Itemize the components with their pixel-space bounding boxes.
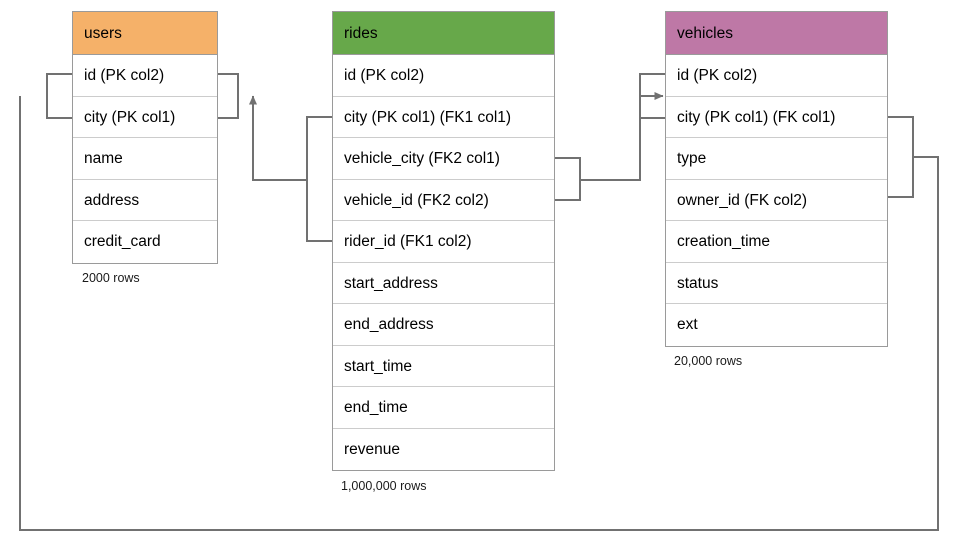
table-row[interactable]: start_time (333, 346, 554, 387)
table-users-header: users (73, 12, 217, 55)
table-row[interactable]: rider_id (FK1 col2) (333, 221, 554, 263)
table-row[interactable]: creation_time (666, 221, 887, 263)
connector-users-right-bracket (218, 73, 239, 119)
table-row[interactable]: revenue (344, 440, 401, 458)
table-row[interactable]: credit_card (84, 233, 161, 250)
table-row[interactable]: end_address (333, 304, 554, 346)
table-row[interactable]: end_time (333, 387, 554, 429)
connector-vehicles-left-bracket (639, 73, 665, 119)
table-row[interactable]: city (PK col1) (73, 97, 217, 138)
table-row[interactable]: start_address (333, 263, 554, 304)
connector-users-left-bracket (46, 73, 72, 119)
table-row[interactable]: status (666, 263, 887, 304)
table-row[interactable]: address (73, 180, 217, 221)
table-users-row-count: 2000 rows (82, 271, 140, 285)
table-row[interactable]: ext (677, 316, 698, 333)
table-row[interactable]: name (73, 138, 217, 180)
table-vehicles-row-count: 20,000 rows (674, 354, 743, 368)
table-vehicles-header: vehicles (666, 12, 887, 55)
connector-rides-fk2-to-vehicles (555, 96, 641, 201)
table-vehicles[interactable]: vehicles id (PK col2) city (PK col1) (FK… (665, 11, 888, 347)
connector-rides-fk1-to-users (249, 95, 332, 242)
table-users[interactable]: users id (PK col2) city (PK col1) name a… (72, 11, 218, 264)
table-row[interactable]: city (PK col1) (FK col1) (666, 97, 887, 138)
table-row[interactable]: id (PK col2) (666, 55, 887, 97)
table-rides-row-count: 1,000,000 rows (341, 479, 427, 493)
table-row[interactable]: type (666, 138, 887, 180)
table-row[interactable]: owner_id (FK col2) (666, 180, 887, 221)
table-row[interactable]: city (PK col1) (FK1 col1) (333, 97, 554, 138)
table-row[interactable]: vehicle_city (FK2 col1) (333, 138, 554, 180)
table-row[interactable]: id (PK col2) (73, 55, 217, 97)
table-rides[interactable]: rides id (PK col2) city (PK col1) (FK1 c… (332, 11, 555, 471)
table-row[interactable]: vehicle_id (FK2 col2) (333, 180, 554, 221)
table-row[interactable]: id (PK col2) (333, 55, 554, 97)
table-rides-header: rides (333, 12, 554, 55)
